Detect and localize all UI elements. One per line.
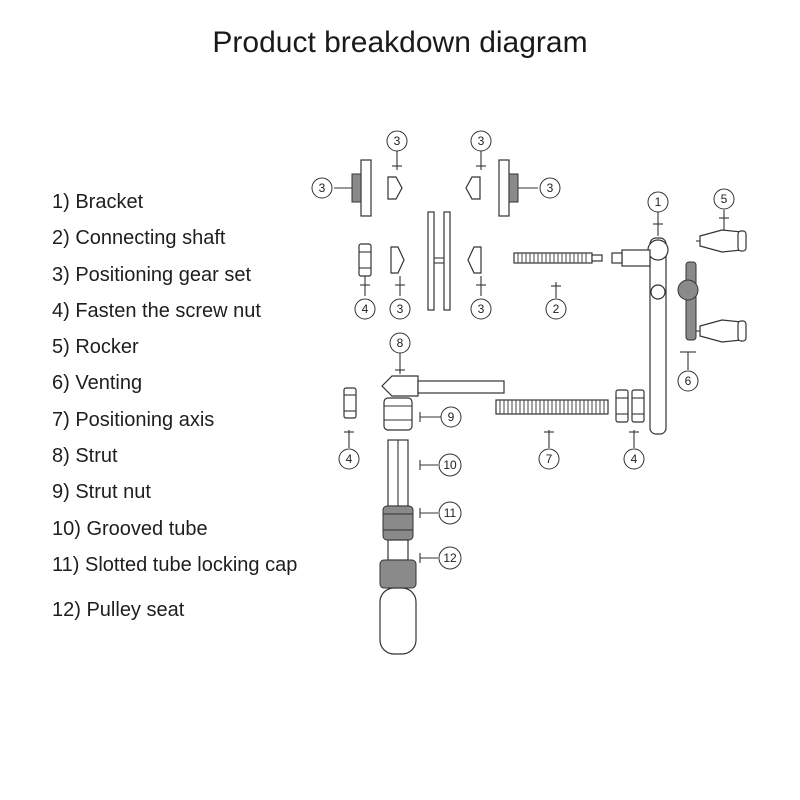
svg-text:9: 9 bbox=[448, 410, 455, 424]
svg-text:5: 5 bbox=[721, 192, 728, 206]
callout-3-mid-left: 3 bbox=[389, 298, 411, 320]
callout-3-mid-right: 3 bbox=[470, 298, 492, 320]
legend-item-venting: 6) Venting bbox=[52, 372, 143, 395]
svg-text:4: 4 bbox=[631, 452, 638, 466]
bracket-plate-right bbox=[498, 159, 538, 217]
connecting-shaft bbox=[513, 252, 603, 298]
svg-text:4: 4 bbox=[362, 302, 369, 316]
svg-text:12: 12 bbox=[443, 551, 457, 565]
callout-12: 12 bbox=[438, 546, 462, 570]
rocker-handle bbox=[677, 210, 747, 343]
callout-4-mid: 4 bbox=[354, 298, 376, 320]
bracket-arm bbox=[611, 212, 669, 435]
spool-center bbox=[427, 211, 451, 311]
svg-text:7: 7 bbox=[546, 452, 553, 466]
legend-item-bracket: 1) Bracket bbox=[52, 191, 144, 213]
gear-piece-top-left bbox=[387, 151, 403, 200]
svg-text:3: 3 bbox=[394, 134, 401, 148]
locking-cap bbox=[382, 505, 438, 541]
callout-7: 7 bbox=[538, 448, 560, 470]
callout-4-lower-left: 4 bbox=[338, 448, 360, 470]
strut-nut bbox=[383, 397, 442, 431]
callout-10: 10 bbox=[438, 453, 462, 477]
svg-text:6: 6 bbox=[685, 374, 692, 388]
callout-3-top-left-side: 3 bbox=[311, 177, 333, 199]
svg-text:3: 3 bbox=[397, 302, 404, 316]
callout-6: 6 bbox=[677, 370, 699, 392]
callout-3-top-right-side: 3 bbox=[539, 177, 561, 199]
venting-leader bbox=[680, 351, 696, 370]
svg-text:3: 3 bbox=[478, 134, 485, 148]
legend-item-strut-nut: 9) Strut nut bbox=[52, 481, 151, 504]
grooved-tube bbox=[387, 439, 438, 507]
bracket-plate-left bbox=[334, 159, 372, 217]
nut-left-middle bbox=[358, 243, 372, 296]
callout-1: 1 bbox=[647, 191, 669, 213]
legend-item-screw-nut: 4) Fasten the screw nut bbox=[52, 299, 261, 322]
legend-item-grooved-tube: 10) Grooved tube bbox=[52, 517, 208, 540]
callout-2: 2 bbox=[545, 298, 567, 320]
gear-piece-mid-left bbox=[390, 246, 405, 296]
svg-text:10: 10 bbox=[443, 458, 457, 472]
page-title: Product breakdown diagram bbox=[212, 26, 588, 59]
nut-pair-right bbox=[615, 389, 645, 448]
callout-8: 8 bbox=[389, 332, 411, 354]
callout-4-lower-right: 4 bbox=[623, 448, 645, 470]
svg-text:1: 1 bbox=[655, 195, 662, 209]
gear-piece-top-right bbox=[465, 151, 486, 200]
svg-text:11: 11 bbox=[444, 506, 457, 520]
svg-text:4: 4 bbox=[346, 452, 353, 466]
legend-item-connecting-shaft: 2) Connecting shaft bbox=[52, 227, 226, 250]
legend-item-rocker: 5) Rocker bbox=[52, 336, 139, 359]
callout-3-top-left: 3 bbox=[386, 130, 408, 152]
legend-item-strut: 8) Strut bbox=[52, 445, 118, 468]
legend-item-positioning-gear-set: 3) Positioning gear set bbox=[52, 263, 252, 286]
legend-item-locking-cap: 11) Slotted tube locking cap bbox=[52, 553, 298, 576]
svg-text:3: 3 bbox=[547, 181, 554, 195]
legend-item-pulley-seat: 12) Pulley seat bbox=[52, 599, 185, 622]
strut bbox=[381, 352, 505, 397]
gear-piece-mid-right bbox=[467, 246, 486, 296]
svg-text:2: 2 bbox=[553, 302, 560, 316]
svg-text:3: 3 bbox=[478, 302, 485, 316]
callout-11: 11 bbox=[438, 501, 462, 525]
callout-9: 9 bbox=[440, 406, 462, 428]
legend-item-positioning-axis: 7) Positioning axis bbox=[52, 408, 215, 431]
callout-5: 5 bbox=[713, 188, 735, 210]
callout-3-top-right: 3 bbox=[470, 130, 492, 152]
parts-legend: 1) Bracket 2) Connecting shaft 3) Positi… bbox=[52, 188, 297, 633]
svg-text:3: 3 bbox=[319, 181, 326, 195]
pulley-seat bbox=[379, 539, 438, 655]
nut-left-lower bbox=[343, 387, 357, 448]
positioning-axis bbox=[495, 399, 609, 448]
svg-text:8: 8 bbox=[397, 336, 404, 350]
